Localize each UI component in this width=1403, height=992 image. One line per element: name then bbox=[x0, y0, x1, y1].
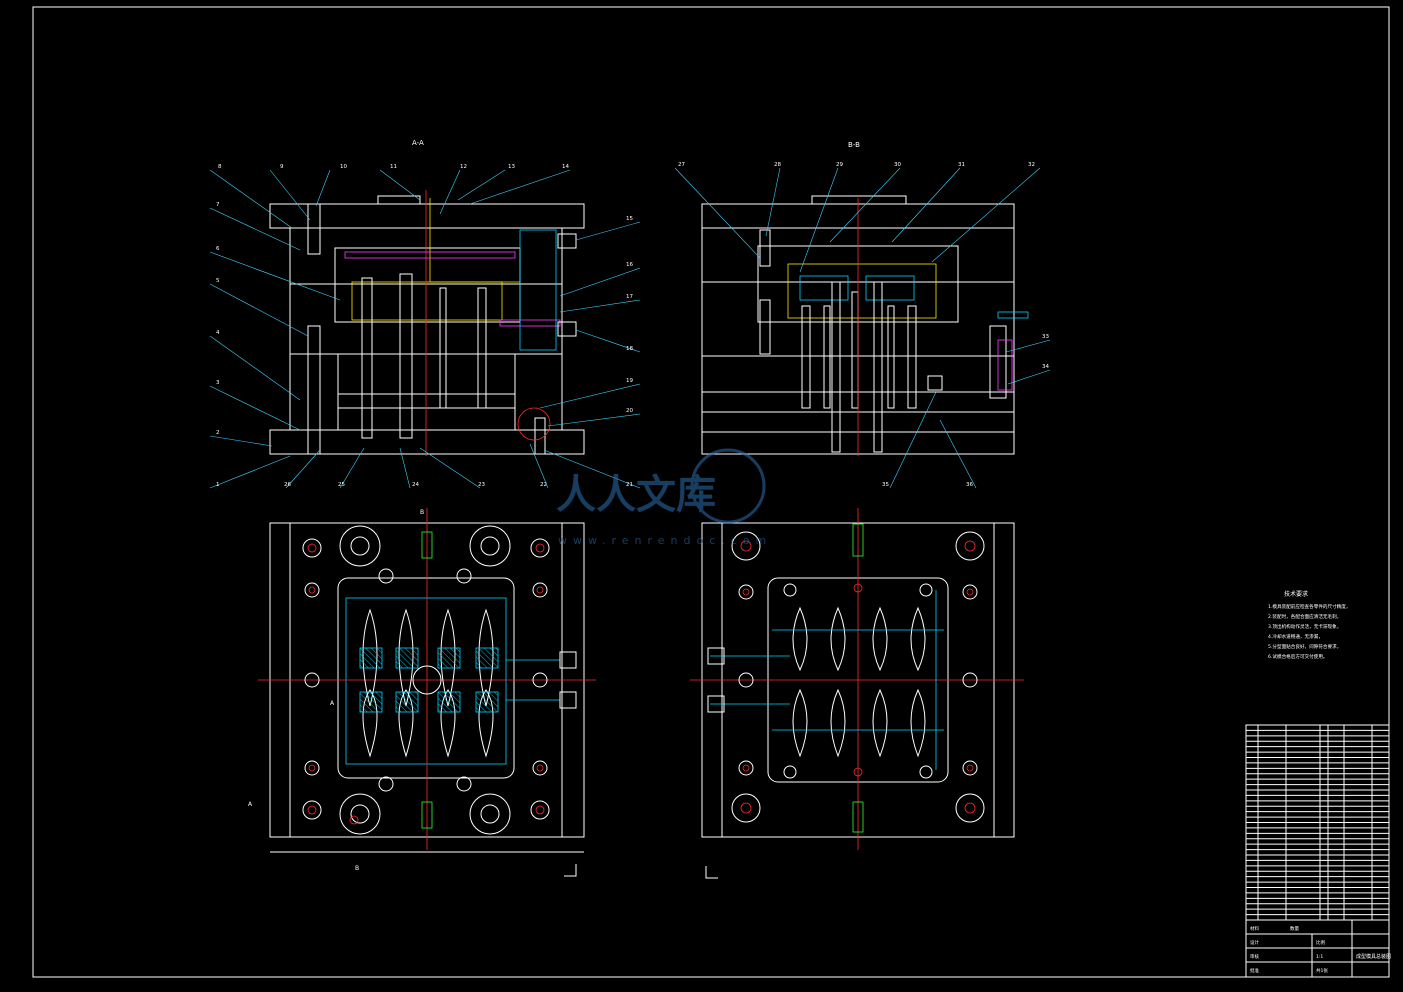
svg-text:8: 8 bbox=[218, 164, 222, 170]
svg-text:材料: 材料 bbox=[1250, 925, 1259, 932]
svg-text:25: 25 bbox=[338, 482, 345, 488]
svg-text:B: B bbox=[420, 509, 424, 516]
svg-text:11: 11 bbox=[390, 164, 397, 170]
svg-text:5.分型面贴合良好，间隙符合要求，: 5.分型面贴合良好，间隙符合要求， bbox=[1268, 643, 1341, 650]
svg-text:人人文库: 人人文库 bbox=[556, 472, 716, 518]
svg-text:30: 30 bbox=[894, 162, 901, 168]
svg-text:1:1: 1:1 bbox=[1316, 954, 1323, 960]
sheet-border bbox=[32, 6, 1390, 978]
svg-text:31: 31 bbox=[958, 162, 965, 168]
section-bb-view: B-B bbox=[674, 141, 1051, 489]
watermark: 人人文库 www.renrendoc.com bbox=[556, 448, 772, 547]
svg-text:35: 35 bbox=[882, 482, 889, 488]
svg-text:3.顶出机构动作灵活，无卡滞现象，: 3.顶出机构动作灵活，无卡滞现象， bbox=[1268, 623, 1341, 630]
svg-text:比例: 比例 bbox=[1316, 939, 1325, 946]
plan-view-fixed-half bbox=[690, 508, 1024, 879]
svg-text:6.试模合格后方可交付使用。: 6.试模合格后方可交付使用。 bbox=[1268, 653, 1328, 660]
svg-text:36: 36 bbox=[966, 482, 973, 488]
svg-text:共1张: 共1张 bbox=[1316, 967, 1328, 974]
svg-text:18: 18 bbox=[626, 346, 633, 352]
svg-text:审核: 审核 bbox=[1250, 953, 1259, 960]
svg-text:成型模具总装图: 成型模具总装图 bbox=[1356, 953, 1391, 960]
plan-view-moving-half: A B A B bbox=[248, 508, 596, 877]
svg-text:15: 15 bbox=[626, 216, 633, 222]
bill-of-materials bbox=[1245, 724, 1390, 978]
svg-text:23: 23 bbox=[478, 482, 485, 488]
svg-text:批准: 批准 bbox=[1250, 967, 1259, 974]
svg-text:28: 28 bbox=[774, 162, 781, 168]
svg-text:34: 34 bbox=[1042, 364, 1049, 370]
svg-text:32: 32 bbox=[1028, 162, 1035, 168]
svg-text:20: 20 bbox=[626, 408, 633, 414]
svg-text:2.装配时，各配合面应清洁无毛刺，: 2.装配时，各配合面应清洁无毛刺， bbox=[1268, 613, 1341, 620]
svg-text:12: 12 bbox=[460, 164, 467, 170]
svg-text:A: A bbox=[330, 700, 335, 707]
svg-text:19: 19 bbox=[626, 378, 633, 384]
svg-text:4: 4 bbox=[216, 330, 220, 336]
technical-requirements: 技术要求 1.模具装配前应检查各零件的尺寸精度， 2.装配时，各配合面应清洁无毛… bbox=[1268, 590, 1350, 660]
title-block: 材料 数量 设计 审核 批准 比例 1:1 共1张 成型模具总装图 bbox=[1246, 919, 1391, 977]
svg-text:数量: 数量 bbox=[1290, 925, 1299, 932]
svg-text:27: 27 bbox=[678, 162, 685, 168]
svg-text:9: 9 bbox=[280, 164, 284, 170]
svg-text:33: 33 bbox=[1042, 334, 1049, 340]
svg-text:B: B bbox=[355, 865, 359, 872]
svg-text:24: 24 bbox=[412, 482, 419, 488]
svg-text:16: 16 bbox=[626, 262, 633, 268]
svg-text:6: 6 bbox=[216, 246, 220, 252]
svg-text:10: 10 bbox=[340, 164, 347, 170]
svg-text:21: 21 bbox=[626, 482, 633, 488]
svg-text:4.冷却水道畅通，无渗漏，: 4.冷却水道畅通，无渗漏， bbox=[1268, 633, 1323, 640]
svg-text:A: A bbox=[248, 801, 253, 808]
svg-text:1: 1 bbox=[216, 482, 220, 488]
svg-text:5: 5 bbox=[216, 278, 220, 284]
svg-text:26: 26 bbox=[284, 482, 291, 488]
svg-text:13: 13 bbox=[508, 164, 515, 170]
svg-text:技术要求: 技术要求 bbox=[1284, 590, 1308, 598]
svg-text:3: 3 bbox=[216, 380, 220, 386]
section-aa-view: A-A bbox=[209, 139, 641, 489]
svg-text:www.renrendoc.com: www.renrendoc.com bbox=[558, 534, 772, 547]
svg-text:14: 14 bbox=[562, 164, 569, 170]
svg-text:29: 29 bbox=[836, 162, 843, 168]
svg-text:7: 7 bbox=[216, 202, 220, 208]
section-bb-label: B-B bbox=[848, 141, 860, 149]
svg-text:设计: 设计 bbox=[1250, 939, 1259, 946]
svg-text:1.模具装配前应检查各零件的尺寸精度，: 1.模具装配前应检查各零件的尺寸精度， bbox=[1268, 603, 1350, 610]
section-aa-label: A-A bbox=[412, 139, 424, 147]
svg-text:2: 2 bbox=[216, 430, 220, 436]
svg-text:17: 17 bbox=[626, 294, 633, 300]
svg-text:22: 22 bbox=[540, 482, 547, 488]
